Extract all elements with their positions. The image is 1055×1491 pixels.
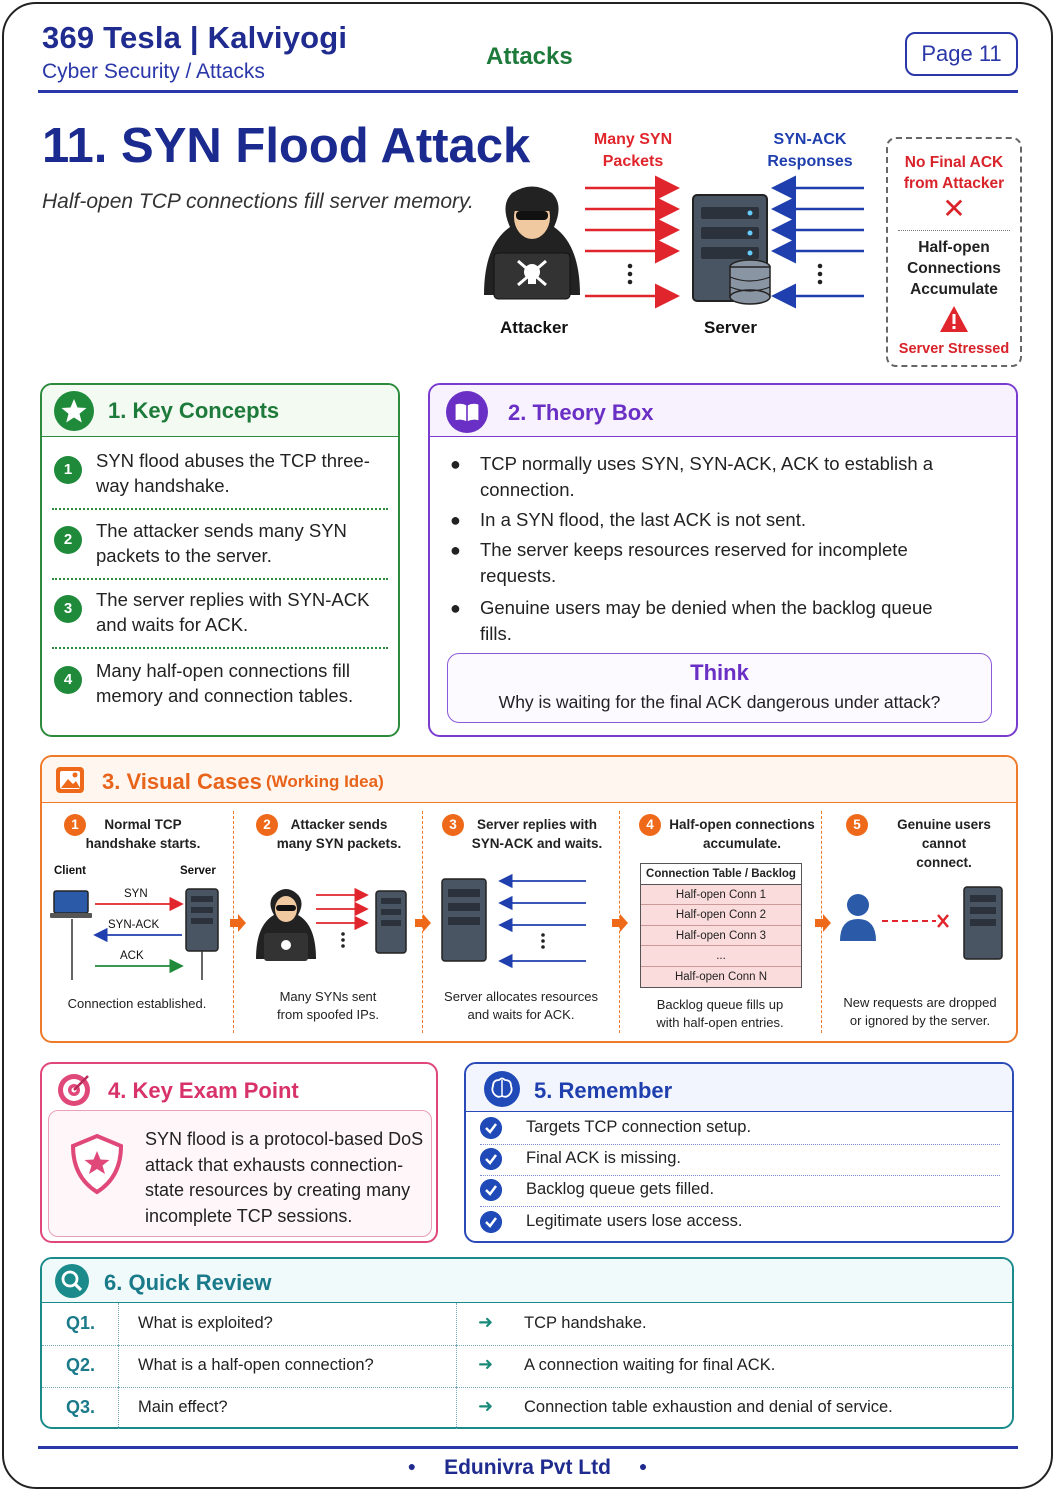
list-item: ●TCP normally uses SYN, SYN-ACK, ACK to … xyxy=(450,453,934,500)
server-icon xyxy=(963,886,1003,960)
table-row: Q3. Main effect? ➜ Connection table exha… xyxy=(42,1387,1012,1429)
exam-point-title: 4. Key Exam Point xyxy=(108,1078,299,1103)
server-icon xyxy=(692,194,771,305)
page-title: 11. SYN Flood Attack xyxy=(42,119,531,173)
server-reply-diagram xyxy=(441,873,586,969)
key-concepts-title: 1. Key Concepts xyxy=(108,398,280,423)
shield-icon xyxy=(70,1133,124,1195)
list-item: Targets TCP connection setup. xyxy=(480,1114,1005,1145)
table-row: Half-open Conn N xyxy=(641,966,801,987)
list-item: ●Genuine users may be denied when the ba… xyxy=(450,597,933,644)
orange-arrow-icon xyxy=(815,914,831,932)
header-divider xyxy=(38,90,1018,93)
server-icon xyxy=(185,888,219,952)
hacker-icon xyxy=(484,186,580,300)
footer-divider xyxy=(38,1446,1018,1449)
list-item: ●The server keeps resources reserved for… xyxy=(450,539,908,586)
handshake-diagram xyxy=(50,888,219,980)
orange-arrow-icon xyxy=(415,914,431,932)
orange-arrow-icon xyxy=(230,914,246,932)
list-item: Backlog queue gets filled. xyxy=(480,1176,1005,1207)
table-row: Q1. What is exploited? ➜ TCP handshake. xyxy=(42,1303,1012,1345)
arrow-right-icon: ➜ xyxy=(478,1396,494,1416)
attacker-flood-diagram xyxy=(256,887,407,961)
check-icon xyxy=(480,1179,502,1201)
visual-cases-subtitle: (Working Idea) xyxy=(266,772,384,791)
image-icon xyxy=(56,767,84,793)
synack-arrows xyxy=(771,175,864,309)
footer-company: Edunivra Pvt Ltd xyxy=(444,1456,611,1479)
visual-cases-card: 3. Visual Cases (Working Idea) 1 Normal … xyxy=(40,755,1018,1043)
table-row: Q2. What is a half-open connection? ➜ A … xyxy=(42,1345,1012,1387)
list-item: Legitimate users lose access. xyxy=(480,1208,1005,1239)
list-item: ●In a SYN flood, the last ACK is not sen… xyxy=(450,509,806,530)
server-icon xyxy=(375,890,407,954)
star-icon xyxy=(54,391,94,431)
arrow-right-icon: ➜ xyxy=(478,1354,494,1374)
attacker-label: Attacker xyxy=(500,318,569,337)
page-subtitle: Half-open TCP connections fill server me… xyxy=(42,190,474,213)
book-icon xyxy=(446,391,488,433)
laptop-icon xyxy=(50,890,92,918)
blocked-user-diagram xyxy=(840,886,1003,960)
exam-point-card: 4. Key Exam Point SYN flood is a protoco… xyxy=(40,1062,438,1243)
table-row: Half-open Conn 3 xyxy=(641,925,801,946)
exam-point-text: SYN flood is a protocol-based DoS attack… xyxy=(145,1129,424,1226)
table-row: ... xyxy=(641,946,801,967)
warning-icon xyxy=(940,306,968,332)
think-box: Think Why is waiting for the final ACK d… xyxy=(447,653,992,723)
theory-title: 2. Theory Box xyxy=(508,400,654,425)
quick-review-card: 6. Quick Review Q1. What is exploited? ➜… xyxy=(40,1257,1014,1429)
target-icon xyxy=(58,1074,90,1106)
visual-cases-title: 3. Visual Cases xyxy=(102,769,262,794)
syn-arrows xyxy=(585,175,680,309)
section-label: Attacks xyxy=(486,43,573,70)
backlog-table: Connection Table / Backlog Half-open Con… xyxy=(640,863,802,988)
page-number-badge: Page 11 xyxy=(905,32,1018,76)
arrow-right-icon: ➜ xyxy=(478,1312,494,1332)
table-row: Half-open Conn 2 xyxy=(641,905,801,926)
breadcrumb: Cyber Security / Attacks xyxy=(42,60,265,83)
footer: ●Edunivra Pvt Ltd● xyxy=(407,1456,648,1479)
remember-card: 5. Remember Targets TCP connection setup… xyxy=(464,1062,1014,1243)
syn-flood-diagram xyxy=(484,175,864,309)
list-item: Final ACK is missing. xyxy=(480,1145,1005,1176)
cross-icon: ✕ xyxy=(942,193,966,224)
check-icon xyxy=(480,1117,502,1139)
orange-arrow-icon xyxy=(612,914,628,932)
search-icon xyxy=(55,1264,89,1298)
server-icon xyxy=(441,878,487,962)
check-icon xyxy=(480,1148,502,1170)
check-icon xyxy=(480,1211,502,1233)
brain-icon xyxy=(484,1071,520,1107)
hacker-icon xyxy=(256,889,316,961)
server-label: Server xyxy=(704,318,757,337)
theory-card: 2. Theory Box ●TCP normally uses SYN, SY… xyxy=(428,383,1018,737)
brand-title: 369 Tesla | Kalviyogi xyxy=(42,20,348,55)
quick-review-title: 6. Quick Review xyxy=(104,1270,272,1295)
user-icon xyxy=(840,894,876,941)
key-concepts-card: 1. Key Concepts 1 SYN flood abuses the T… xyxy=(40,383,400,737)
table-row: Half-open Conn 1 xyxy=(641,884,801,905)
remember-title: 5. Remember xyxy=(534,1078,673,1103)
